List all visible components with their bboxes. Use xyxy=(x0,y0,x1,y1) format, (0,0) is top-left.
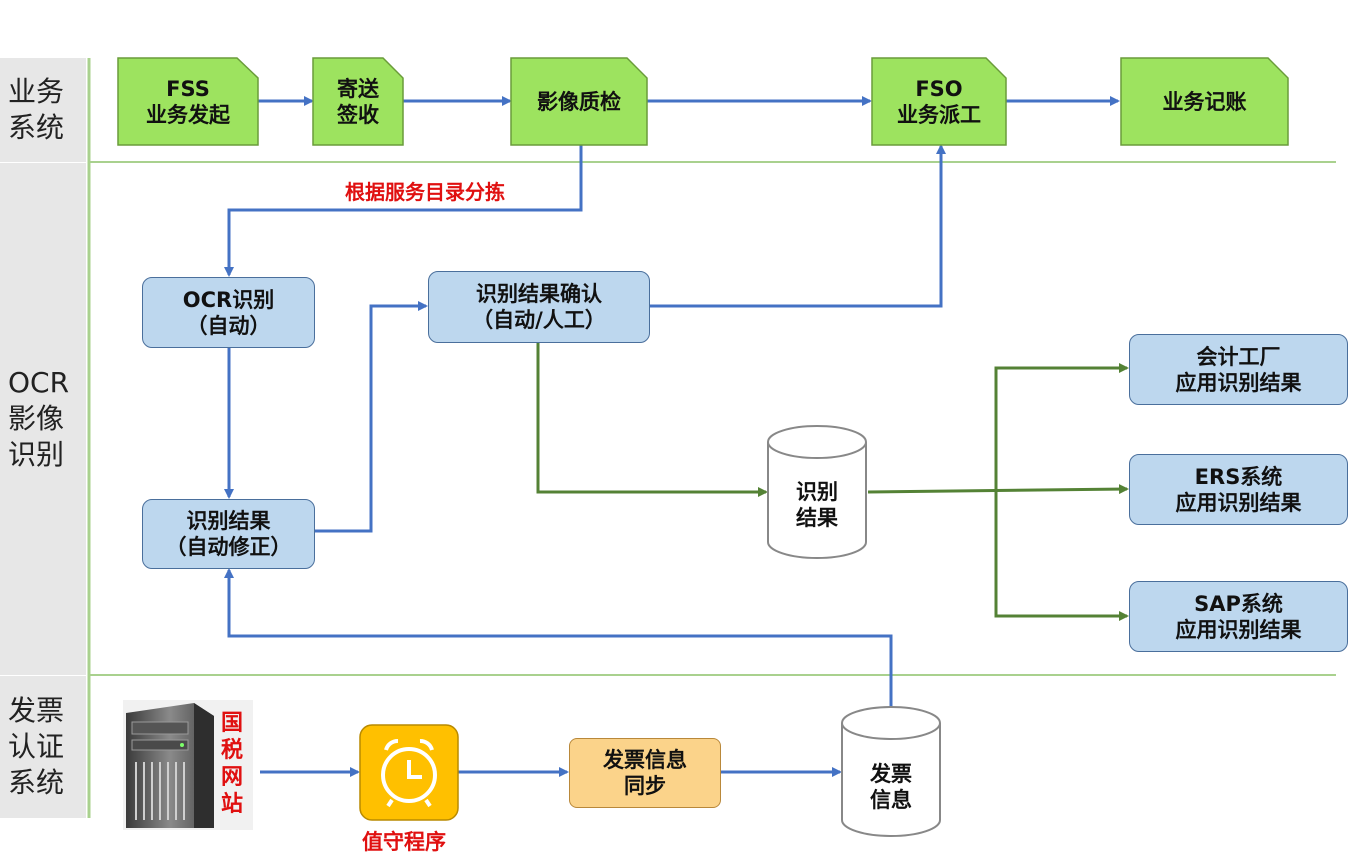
node-sync: 发票信息 同步 xyxy=(569,738,721,808)
node-fss-line-1: FSS xyxy=(166,76,210,101)
arrow-db-factory xyxy=(994,363,1129,492)
node-sap: SAP系统 应用识别结果 xyxy=(1129,581,1348,652)
tax-site-char-3: 网 xyxy=(220,765,243,790)
node-ocr-auto-line-2: （自动） xyxy=(186,313,271,338)
node-qc-line-1: 影像质检 xyxy=(537,89,621,114)
arrow-confirm-db xyxy=(536,343,768,497)
lane-invoice-line-3: 系统 xyxy=(8,766,65,799)
node-sap-line-2: 应用识别结果 xyxy=(1175,617,1302,642)
lane-invoice-line-1: 发票 xyxy=(8,694,65,727)
node-result-fix: 识别结果 （自动修正） xyxy=(142,499,315,569)
lane-ocr-line-1: OCR xyxy=(8,366,70,399)
lane-business-line-2: 系统 xyxy=(8,111,65,144)
node-ers-line-2: 应用识别结果 xyxy=(1175,490,1302,515)
lane-business: 业务 系统 xyxy=(0,58,86,162)
node-db-invoice-line-1: 发票 xyxy=(870,762,912,786)
node-fso: FSO 业务派工 xyxy=(872,58,1006,145)
node-send: 寄送 签收 xyxy=(313,58,403,145)
node-fso-line-2: 业务派工 xyxy=(897,102,981,127)
node-confirm-line-2: （自动/人工） xyxy=(472,308,606,332)
node-result-fix-line-2: （自动修正） xyxy=(165,535,292,559)
node-db-invoice: 发票 信息 xyxy=(842,752,940,822)
node-fso-line-1: FSO xyxy=(915,76,963,101)
node-db-result-line-1: 识别 xyxy=(796,480,838,504)
arrow-invoice-resultfix xyxy=(224,568,893,710)
node-factory: 会计工厂 应用识别结果 xyxy=(1129,334,1348,405)
sort-annotation: 根据服务目录分拣 xyxy=(345,180,505,204)
arrow-qc-ocr xyxy=(224,145,583,277)
node-qc: 影像质检 xyxy=(511,58,647,145)
node-db-result-line-2: 结果 xyxy=(796,506,838,530)
node-confirm-line-1: 识别结果确认 xyxy=(476,282,602,306)
node-ocr-auto-line-1: OCR识别 xyxy=(182,287,275,312)
node-ers-line-1: ERS系统 xyxy=(1194,464,1283,489)
node-fss: FSS 业务发起 xyxy=(118,58,258,145)
node-send-line-2: 签收 xyxy=(337,102,379,127)
green-box-shapes xyxy=(117,57,1289,146)
node-sap-line-1: SAP系统 xyxy=(1194,591,1283,616)
node-db-result: 识别 结果 xyxy=(768,470,866,540)
node-ers: ERS系统 应用识别结果 xyxy=(1129,454,1348,525)
tax-site-char-2: 税 xyxy=(220,738,243,763)
lane-invoice: 发票 认证 系统 xyxy=(0,676,86,818)
arrow-resultfix-confirm xyxy=(315,301,428,533)
node-sync-line-1: 发票信息 xyxy=(603,748,687,772)
alarm-clock-icon xyxy=(359,724,459,821)
lane-business-line-1: 业务 xyxy=(8,75,65,108)
lane-ocr-line-2: 影像 xyxy=(8,402,65,435)
tax-site-char-4: 站 xyxy=(220,792,243,817)
tax-site-label: 国 税 网 站 xyxy=(217,710,247,818)
arrow-db-sap xyxy=(994,492,1129,621)
node-ocr-auto: OCR识别 （自动） xyxy=(142,277,315,348)
node-db-invoice-line-2: 信息 xyxy=(870,788,912,812)
node-sync-line-2: 同步 xyxy=(624,774,666,798)
lane-invoice-line-2: 认证 xyxy=(8,730,65,763)
node-result-fix-line-1: 识别结果 xyxy=(186,509,271,533)
node-accounting-line-1: 业务记账 xyxy=(1162,89,1247,114)
node-confirm: 识别结果确认 （自动/人工） xyxy=(428,271,650,343)
node-factory-line-2: 应用识别结果 xyxy=(1175,370,1302,395)
node-send-line-1: 寄送 xyxy=(337,76,379,101)
db-result-cylinder xyxy=(767,425,867,559)
db-invoice-cylinder xyxy=(841,706,941,837)
node-factory-line-1: 会计工厂 xyxy=(1196,344,1281,369)
server-icon xyxy=(123,700,253,830)
watcher-label: 值守程序 xyxy=(362,830,446,854)
arrow-confirm-fso xyxy=(650,144,946,308)
lane-ocr: OCR 影像 识别 xyxy=(0,163,86,675)
lane-ocr-line-3: 识别 xyxy=(8,438,65,471)
node-accounting: 业务记账 xyxy=(1121,58,1288,145)
node-fss-line-2: 业务发起 xyxy=(146,102,230,127)
tax-site-char-1: 国 xyxy=(220,711,243,736)
